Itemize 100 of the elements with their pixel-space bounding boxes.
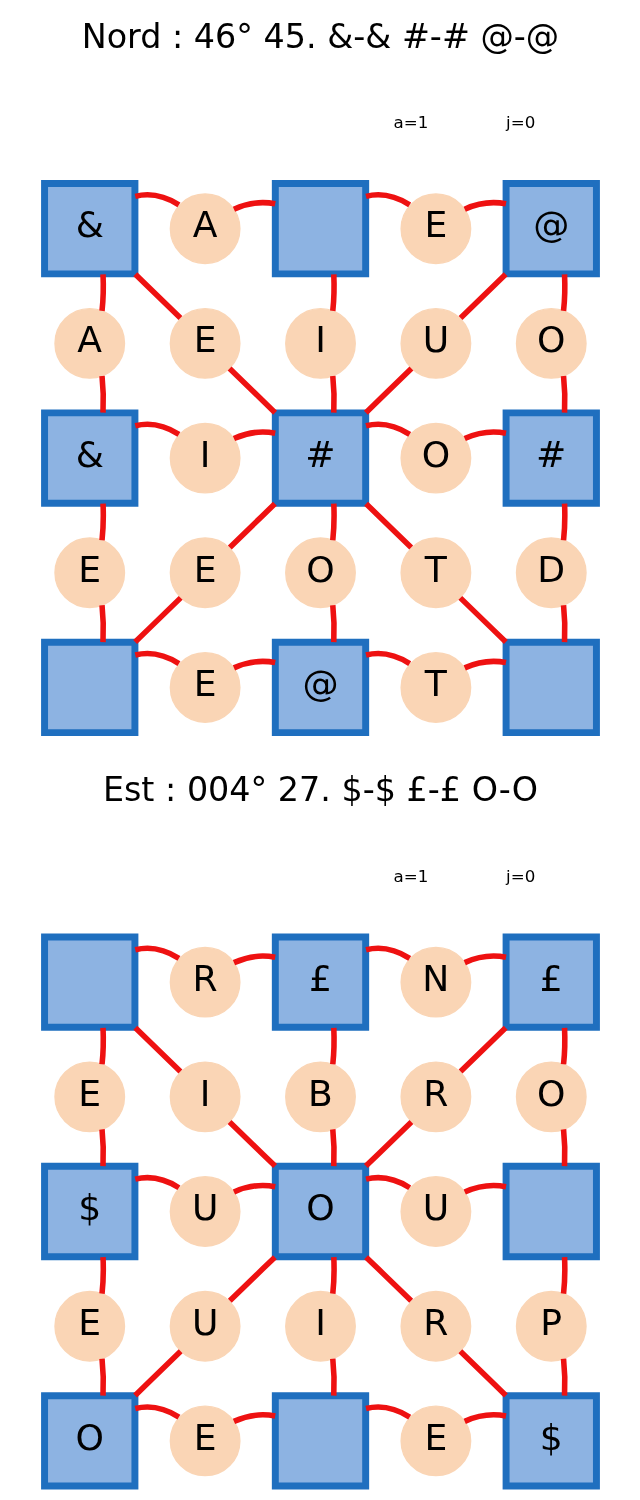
node-box [271,1392,369,1490]
connector [134,421,180,437]
connector [98,503,106,541]
node-box: $ [40,1162,138,1261]
connector [329,605,337,643]
connector [560,503,568,541]
node-box: £ [271,933,369,1031]
connector [98,1358,106,1396]
node-box: @ [271,638,369,737]
node-box: & [40,180,138,278]
label: Est : 004° 27. $-$ £-£ O-O [102,770,538,810]
connector [463,658,506,671]
connector [98,274,106,312]
connector [463,1412,506,1424]
node-box: O [40,1392,138,1490]
connector [232,1412,276,1424]
connector [132,1025,182,1074]
node-circle: E [399,1405,471,1477]
connector [560,375,568,413]
node-circle: U [399,307,471,379]
node-circle: I [169,1061,241,1133]
node-circle: T [399,652,471,723]
label: Nord : 46° 45. &-& #-# @-@ [81,16,559,56]
connector [463,429,506,442]
node-circle: I [284,307,356,379]
node-box [271,180,369,278]
node-circle: R [399,1061,471,1133]
connector [560,1358,568,1396]
connector [98,1129,106,1167]
connector [329,1129,337,1167]
connector [132,1349,183,1398]
connector [363,501,413,550]
node-circle: A [169,193,241,265]
connector [329,375,337,413]
node-circle: T [399,537,471,609]
connector [227,1119,277,1169]
connector [560,1257,568,1294]
connector [232,1182,276,1195]
node-box: & [40,409,138,507]
node-circle: E [169,1405,241,1477]
connector [232,199,276,212]
node-box [502,638,600,737]
connector [364,1174,411,1191]
node-box [40,638,138,737]
connector [227,366,277,415]
node-circle: E [399,193,471,265]
node-circle: O [515,307,587,379]
node-box: $ [502,1392,600,1490]
connector [132,595,183,645]
connector [329,1257,337,1294]
node-circle: U [169,1176,241,1247]
node-box: £ [502,933,600,1031]
node-box: # [502,409,600,507]
node-circle: U [399,1176,471,1247]
node-box: # [271,409,369,507]
connector [134,192,180,208]
node-circle: E [53,537,125,609]
connector [363,366,413,415]
connector [329,274,337,312]
connector [98,605,106,643]
node-circle: A [53,307,125,379]
connector [463,1182,506,1195]
connector [363,1119,413,1169]
connector [134,945,180,961]
node-circle: I [169,422,241,494]
connector [463,199,506,212]
connector [232,953,276,966]
connector [560,1129,568,1167]
node-box [40,933,138,1031]
node-circle: O [515,1061,587,1133]
connector [364,1404,411,1420]
node-box [502,1162,600,1261]
connector [232,429,276,442]
node-circle: P [515,1290,587,1362]
node-circle: E [169,652,241,723]
connector [134,650,180,667]
connector [329,1027,337,1065]
connector [457,595,508,645]
node-circle: E [169,307,241,379]
node-circle: U [169,1290,241,1362]
node-box: O [271,1162,369,1261]
connector [364,192,411,208]
connector [560,1027,568,1065]
node-circle: O [284,537,356,609]
connector [560,605,568,643]
connector [458,1025,508,1074]
connector [363,1255,413,1303]
connector [364,945,411,961]
node-circle: B [284,1061,356,1133]
connector [227,501,277,550]
connector [329,1358,337,1396]
node-circle: E [53,1290,125,1362]
label: a=1 [392,113,428,133]
connector [227,1255,277,1303]
connector [364,650,411,667]
label: j=0 [505,866,535,886]
connector [134,1174,180,1191]
connector [98,1027,106,1065]
connector [134,1404,180,1420]
connector [132,272,182,321]
